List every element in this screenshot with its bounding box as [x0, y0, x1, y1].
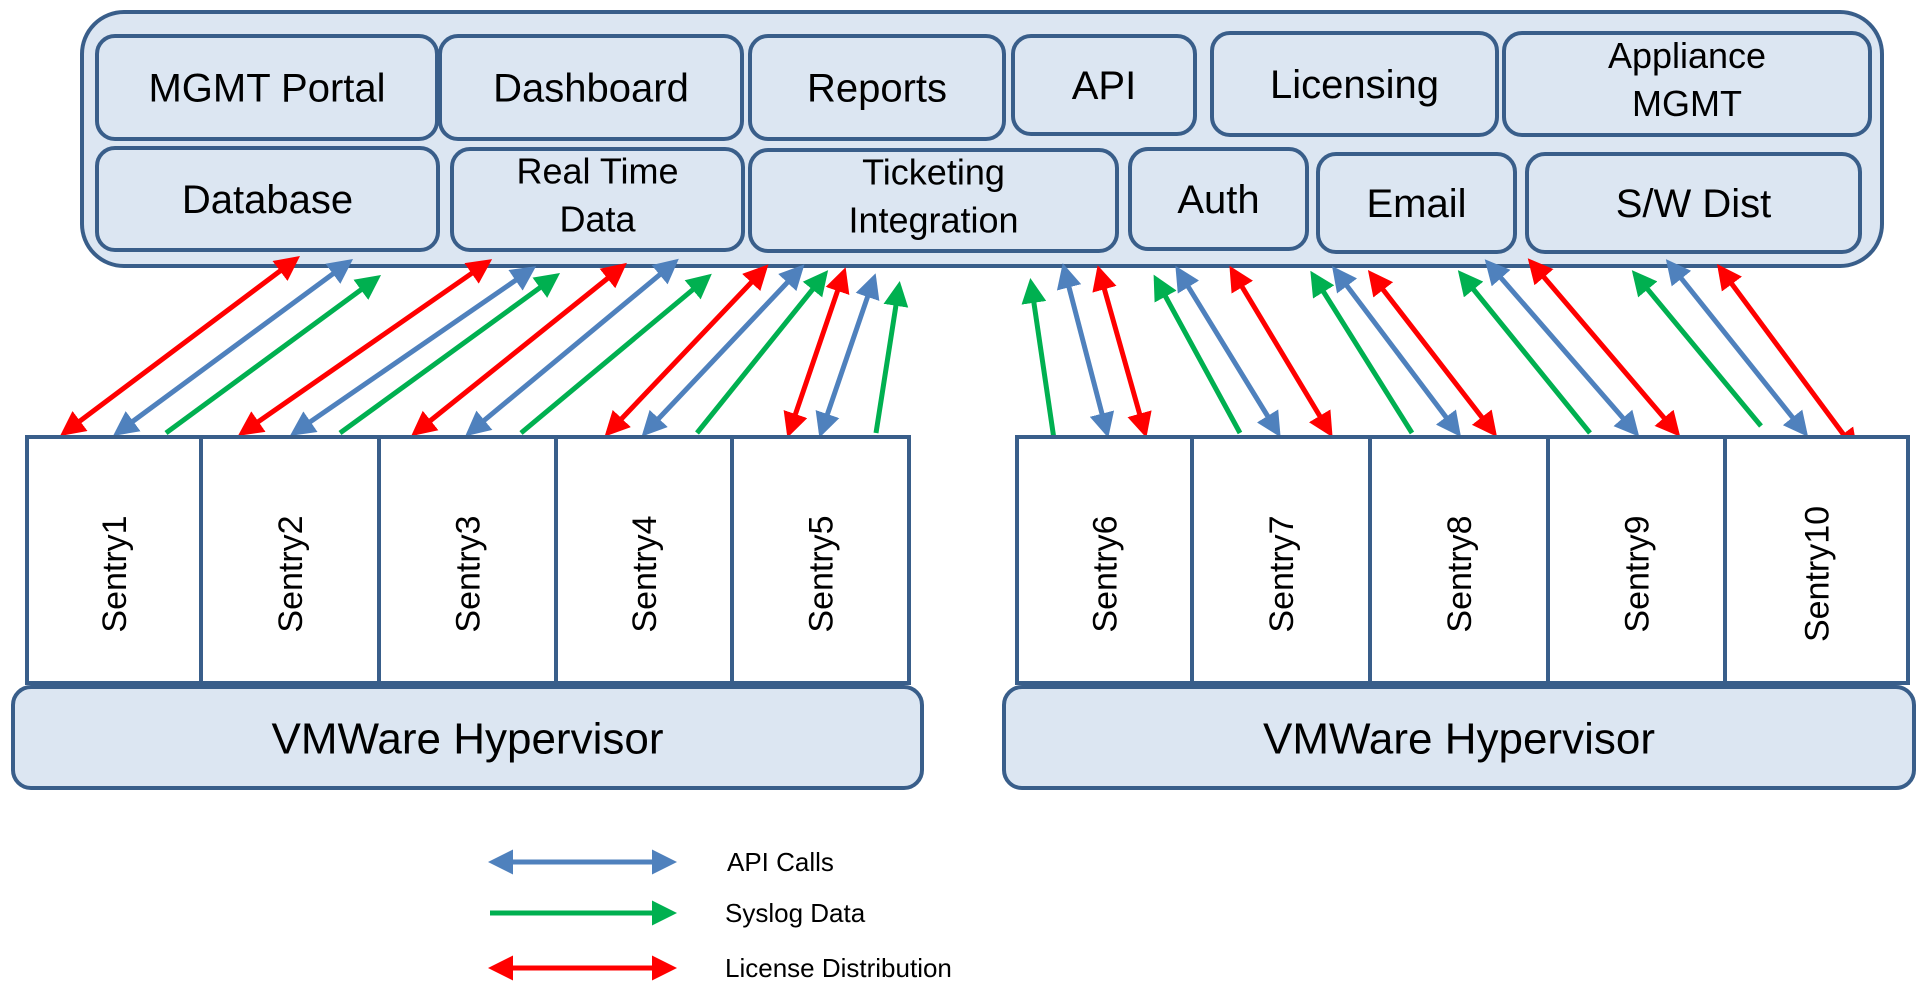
service-dashboard: Dashboard: [438, 34, 744, 141]
sentry-label-4: Sentry4: [626, 515, 664, 632]
hypervisor-box-1: [11, 685, 924, 790]
sentry-box-7: [1190, 435, 1372, 685]
sentry-label-6: Sentry6: [1087, 515, 1125, 632]
license-arrow: [1367, 270, 1498, 437]
service-email: Email: [1316, 152, 1517, 254]
sentry-4: Sentry4: [554, 435, 734, 685]
sentry-box-8: [1368, 435, 1550, 685]
service-label-api: API: [1072, 64, 1136, 108]
sentry-label-10: Sentry10: [1799, 506, 1837, 642]
sentry-box-6: [1015, 435, 1194, 685]
service-box-reports: [748, 34, 1006, 141]
hypervisor-1: VMWare Hypervisor: [11, 685, 924, 790]
sentry-9: Sentry9: [1546, 435, 1727, 685]
service-label-mgmt-portal: MGMT Portal: [148, 67, 385, 111]
service-box-ticketing-integration: [748, 148, 1119, 253]
license-arrow: [1527, 258, 1681, 437]
service-box-dashboard: [438, 34, 744, 141]
api-arrow: [1484, 259, 1640, 437]
sentry-2: Sentry2: [199, 435, 381, 685]
service-box-real-time-data: [450, 147, 745, 252]
service-box-s-w-dist: [1525, 152, 1862, 254]
syslog-arrow: [873, 281, 909, 434]
hypervisor-layer: VMWare Hypervisor VMWare Hypervisor: [11, 685, 1916, 790]
syslog-arrow: [1457, 270, 1592, 435]
api-arrow: [112, 259, 354, 436]
service-box-licensing: [1210, 31, 1499, 137]
sentry-7: Sentry7: [1190, 435, 1372, 685]
sentry-box-5: [730, 435, 911, 685]
service-licensing: Licensing: [1210, 31, 1499, 137]
service-label-dashboard: Dashboard: [493, 67, 689, 111]
service-reports: Reports: [748, 34, 1006, 141]
legend-api-label: API Calls: [727, 847, 834, 877]
sentry-appliances: Sentry1 Sentry2 Sentry3 Sentry4 Sentry5 Sentr…: [25, 435, 1910, 685]
api-arrow: [465, 258, 679, 437]
sentry-10: Sentry10: [1723, 435, 1910, 685]
hypervisor-label-1: VMWare Hypervisor: [272, 715, 664, 764]
sentry-label-5: Sentry5: [803, 515, 841, 632]
api-arrow: [641, 264, 805, 437]
service-label-licensing: Licensing: [1270, 63, 1439, 107]
sentry-box-2: [199, 435, 381, 685]
license-arrow: [1229, 265, 1333, 438]
license-arrow: [783, 267, 850, 438]
sentry-box-3: [377, 435, 558, 685]
legend-license-label: License Distribution: [725, 953, 952, 983]
service-s-w-dist: S/W Dist: [1525, 152, 1862, 254]
service-box-api: [1011, 34, 1197, 136]
sentry-label-7: Sentry7: [1263, 515, 1301, 632]
hypervisor-label-2: VMWare Hypervisor: [1263, 715, 1655, 764]
service-auth: Auth: [1128, 147, 1309, 251]
api-arrow: [1056, 263, 1115, 438]
sentry-label-9: Sentry9: [1619, 515, 1657, 632]
license-arrow: [1092, 265, 1152, 438]
syslog-arrow: [695, 270, 829, 435]
service-label-s-w-dist: S/W Dist: [1616, 182, 1772, 226]
service-label-auth: Auth: [1177, 178, 1259, 222]
license-arrow: [60, 256, 300, 436]
sentry-5: Sentry5: [730, 435, 911, 685]
legend-syslog-label: Syslog Data: [725, 898, 866, 928]
sentry-label-3: Sentry3: [450, 515, 488, 632]
service-box-appliance-mgmt: [1502, 31, 1872, 137]
hypervisor-box-2: [1002, 685, 1916, 790]
service-api: API: [1011, 34, 1197, 136]
hypervisor-2: VMWare Hypervisor: [1002, 685, 1916, 790]
api-arrow: [815, 273, 880, 438]
sentry-6: Sentry6: [1015, 435, 1194, 685]
service-box-email: [1316, 152, 1517, 254]
sentry-1: Sentry1: [25, 435, 203, 685]
legend: API Calls Syslog Data License Distributi…: [488, 847, 952, 983]
service-label-reports: Reports: [807, 67, 947, 111]
service-label-database: Database: [182, 178, 353, 222]
sentry-3: Sentry3: [377, 435, 558, 685]
service-box-database: [95, 146, 440, 252]
service-box-mgmt-portal: [95, 34, 439, 141]
sentry-8: Sentry8: [1368, 435, 1550, 685]
connection-arrows: [60, 256, 1858, 455]
sentry-label-1: Sentry1: [96, 515, 134, 632]
sentry-box-9: [1546, 435, 1727, 685]
service-database: Database: [95, 146, 440, 252]
sentry-label-8: Sentry8: [1441, 515, 1479, 632]
service-mgmt-portal: MGMT Portal: [95, 34, 439, 141]
sentry-box-10: [1723, 435, 1910, 685]
license-arrow: [1717, 263, 1858, 455]
service-box-auth: [1128, 147, 1309, 251]
service-label-email: Email: [1366, 182, 1466, 226]
syslog-arrow: [1021, 278, 1058, 447]
sentry-label-2: Sentry2: [272, 515, 310, 632]
